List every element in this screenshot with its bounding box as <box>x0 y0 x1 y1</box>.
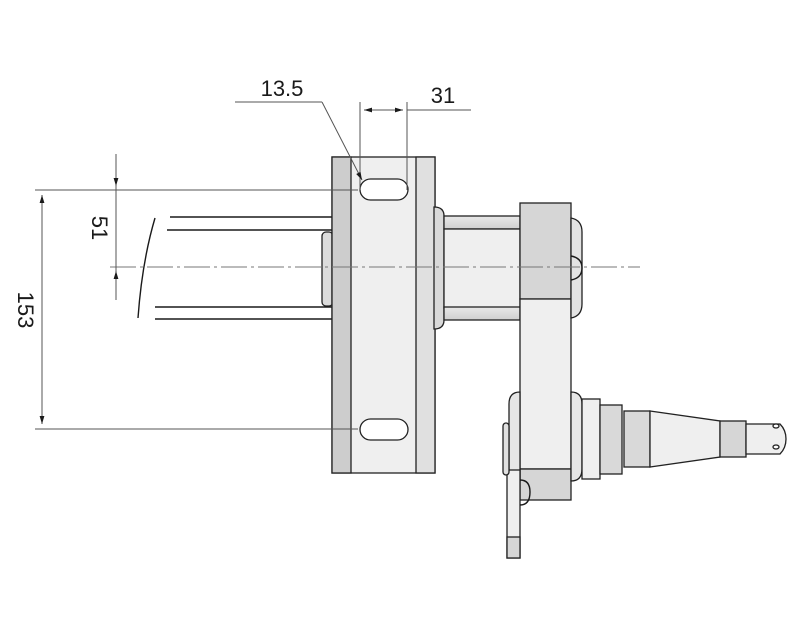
dimension-offset: 51 <box>87 154 119 300</box>
dimension-slot-width: 13.5 <box>235 76 363 181</box>
axle-tube <box>137 216 334 320</box>
dimension-31-label: 31 <box>431 83 455 108</box>
spindle <box>581 398 787 480</box>
shaft-assembly <box>433 206 521 330</box>
dimension-153-label: 153 <box>13 292 38 329</box>
dimension-13-5-label: 13.5 <box>261 76 304 101</box>
dimension-51-label: 51 <box>87 216 112 240</box>
knuckle-arm <box>508 202 583 501</box>
upper-slot <box>359 178 409 201</box>
lower-slot <box>359 418 409 441</box>
dimension-hole-spacing: 153 <box>13 189 358 430</box>
mounting-plate <box>331 156 436 474</box>
brake-bracket <box>502 422 531 559</box>
